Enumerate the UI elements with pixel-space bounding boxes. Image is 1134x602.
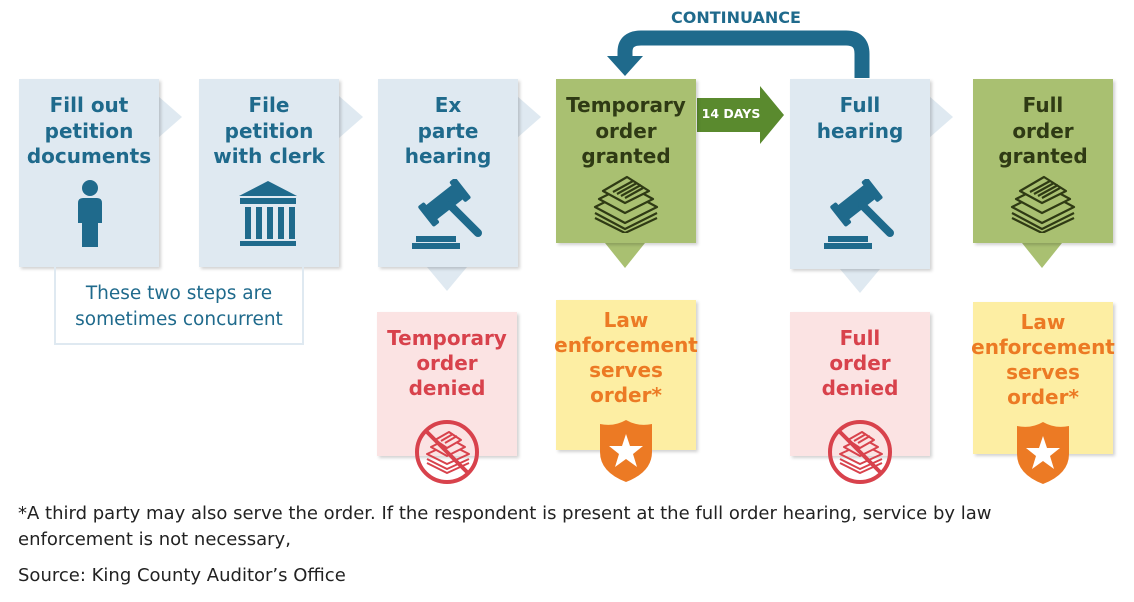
step-full-order-granted: Full order granted [973,79,1113,243]
pointer-right [517,96,541,138]
pointer-right [158,96,182,138]
document-stack-icon [593,175,659,233]
step-label: File petition with clerk [213,93,325,168]
police-badge-icon [600,420,652,482]
outcome-label: Full order denied [821,326,899,400]
pointer-down [1022,243,1062,268]
pointer-down [840,269,880,293]
step-ex-parte-hearing: Ex parte hearing [378,79,518,267]
fourteen-days-label: 14 DAYS [701,106,761,121]
denied-document-icon [828,420,892,484]
police-badge-icon [1017,422,1069,484]
continuance-arrowhead [607,56,643,76]
source-text: Source: King County Auditor’s Office [18,565,346,586]
step-label: Full hearing [816,93,904,143]
footnote-line-2: enforcement is not necessary, [18,529,291,550]
footnote-line-1: *A third party may also serve the order.… [18,503,992,524]
outcome-label: Law enforcement serves order* [554,308,698,407]
pointer-right [339,96,363,138]
courthouse-icon [239,181,297,246]
outcome-temporary-order-denied: Temporary order denied [377,312,517,484]
fourteen-days-arrow [697,86,784,144]
step-label: Ex parte hearing [404,93,492,168]
concurrent-note: These two steps are sometimes concurrent [54,267,304,345]
step-label: Fill out petition documents [26,93,152,168]
document-stack-icon [1010,175,1076,233]
step-full-hearing: Full hearing [790,79,930,269]
gavel-icon [412,179,482,249]
pointer-down [605,243,645,268]
denied-document-icon [415,420,479,484]
gavel-icon [824,179,894,249]
outcome-full-order-denied: Full order denied [790,312,930,484]
step-label: Full order granted [998,93,1088,168]
outcome-label: Law enforcement serves order* [971,310,1115,409]
continuance-label: CONTINUANCE [671,8,801,27]
outcome-law-enforcement-serves-2: Law enforcement serves order* [971,302,1115,484]
outcome-label: Temporary order denied [387,326,507,400]
step-file-petition: File petition with clerk [199,79,339,267]
continuance-arrow [617,30,870,78]
step-temporary-order-granted: Temporary order granted [556,79,696,243]
step-fill-out-petition: Fill out petition documents [19,79,159,267]
step-label: Temporary order granted [566,93,686,168]
person-icon [78,180,102,247]
pointer-right [929,96,953,138]
outcome-law-enforcement-serves-1: Law enforcement serves order* [554,300,698,482]
pointer-down [427,267,467,291]
concurrent-note-text: These two steps are sometimes concurrent [75,283,283,330]
